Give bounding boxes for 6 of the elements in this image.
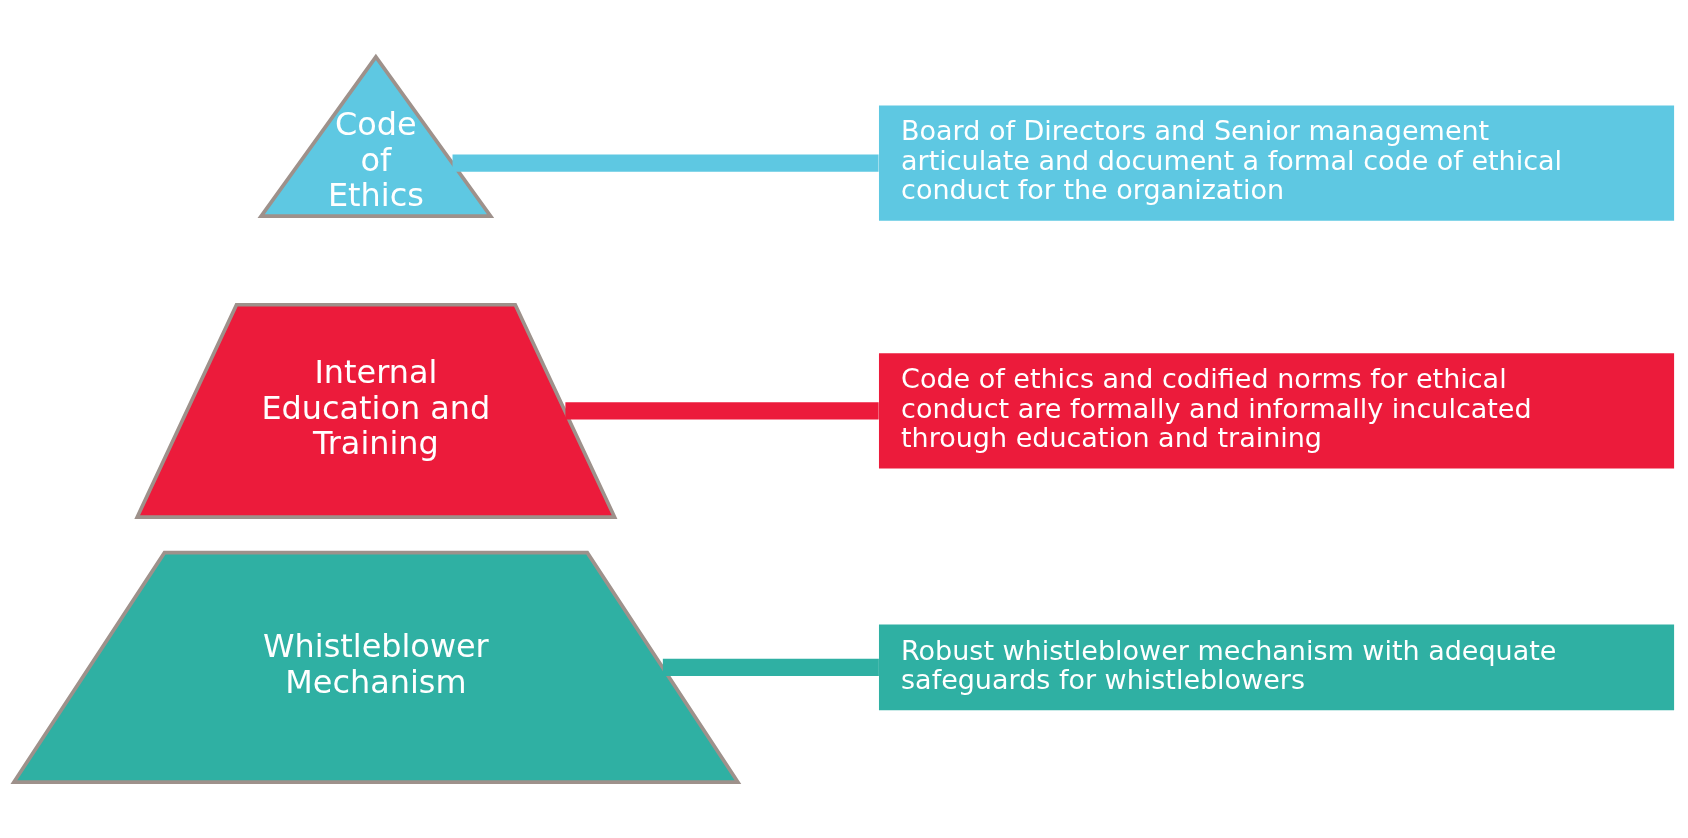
connector [662,658,879,676]
connector [452,153,879,172]
node-box: Robust whistleblower mechanism with adequate safeguards for whistleblowers [878,623,1675,710]
node-box: Code of ethics and codified norms for ethical conduct are formally and informally inculcated through education and training [878,352,1675,469]
connector [565,401,879,419]
node-box: Board of Directors and Senior management articulate and document a formal code of ethical conduct for the organization [878,104,1675,221]
